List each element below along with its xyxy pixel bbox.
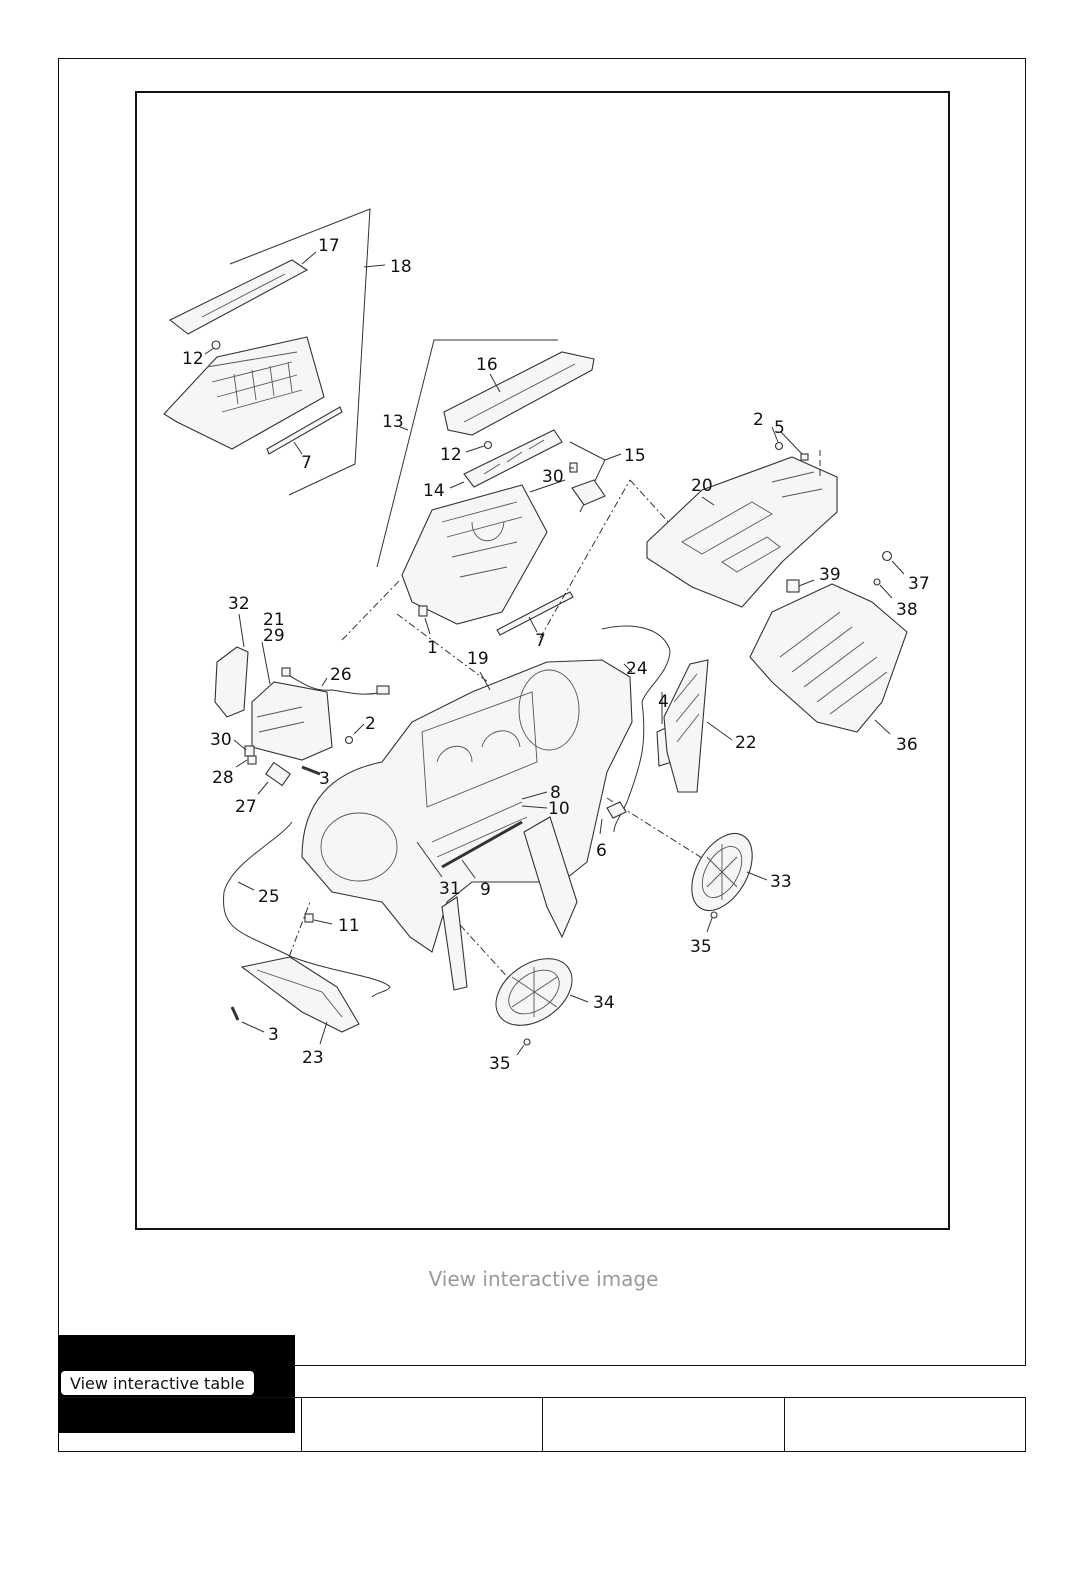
page-frame [58, 58, 1026, 1366]
callout-35: 35 [690, 937, 712, 957]
part-7-strip [496, 591, 574, 636]
part-5-nut [800, 453, 809, 461]
callout-1: 1 [427, 638, 438, 658]
part-36-amplifier [749, 583, 908, 733]
callout-8: 8 [550, 783, 561, 803]
part-1-screw [418, 605, 428, 617]
exploded-view-drawing: 1 2 2 3 3 4 5 6 7 7 8 9 10 11 12 12 13 1… [163, 208, 930, 1074]
part-2-screw [344, 735, 354, 745]
table-cell [783, 1397, 1027, 1452]
part-18-vent-housing [163, 336, 325, 450]
part-7-strip [266, 406, 343, 455]
part-38-nut [873, 578, 881, 586]
callout-22: 22 [735, 733, 757, 753]
callout-7: 7 [301, 453, 312, 473]
callout-37: 37 [908, 574, 930, 594]
callout-38: 38 [896, 600, 918, 620]
callout-14: 14 [423, 481, 445, 501]
parts-diagram[interactable]: 1 2 2 3 3 4 5 6 7 7 8 9 10 11 12 12 13 1… [135, 91, 950, 1230]
callout-12: 12 [182, 349, 204, 369]
table-cell [542, 1397, 785, 1452]
callout-4: 4 [658, 692, 669, 712]
callout-2: 2 [753, 410, 764, 430]
part-33-speaker [691, 832, 753, 912]
callout-21: 21 [263, 610, 285, 630]
callout-12: 12 [440, 445, 462, 465]
part-21-radio [251, 681, 333, 761]
callout-11: 11 [338, 916, 360, 936]
assembly-line [341, 579, 401, 641]
callout-7: 7 [535, 631, 546, 651]
parts-table [58, 1397, 1027, 1452]
callout-19: 19 [467, 649, 489, 669]
callout-20: 20 [691, 476, 713, 496]
callout-3: 3 [268, 1025, 279, 1045]
part-fairing-bracket [523, 816, 578, 939]
callout-labels: 1 2 2 3 3 4 5 6 7 7 8 9 10 11 12 12 13 1… [182, 236, 930, 1074]
callout-33: 33 [770, 872, 792, 892]
table-row [58, 1397, 1027, 1452]
callout-30: 30 [210, 730, 232, 750]
part-23-lower-panel [240, 956, 360, 1033]
part-12-bolt [211, 340, 221, 350]
callout-25: 25 [258, 887, 280, 907]
callout-30: 30 [542, 467, 564, 487]
part-12-bolt [483, 440, 493, 450]
part-fairing-strut [441, 896, 468, 991]
part-30-screw [244, 745, 255, 757]
callout-26: 26 [330, 665, 352, 685]
part-28-clip [247, 755, 257, 765]
callout-23: 23 [302, 1048, 324, 1068]
part-2-screw [774, 441, 784, 451]
view-interactive-table-button[interactable]: View interactive table [61, 1371, 254, 1395]
part-11-clip [304, 913, 314, 923]
callout-2: 2 [365, 714, 376, 734]
part-20-tray [646, 456, 838, 608]
callout-35: 35 [489, 1054, 511, 1074]
callout-36: 36 [896, 735, 918, 755]
group-18-bracket [229, 208, 371, 496]
part-13-vent-housing [401, 484, 548, 625]
callout-10: 10 [548, 799, 570, 819]
part-19-fairing [301, 659, 633, 953]
callout-3: 3 [319, 769, 330, 789]
group-13-bracket [376, 339, 558, 568]
part-34-speaker [495, 958, 573, 1026]
callout-18: 18 [390, 257, 412, 277]
callout-28: 28 [212, 768, 234, 788]
part-35-screw [523, 1038, 531, 1046]
part-25-cable [223, 821, 391, 998]
callout-31: 31 [439, 879, 461, 899]
callout-16: 16 [476, 355, 498, 375]
part-27-knob [265, 761, 291, 787]
callout-5: 5 [774, 418, 785, 438]
callout-29: 29 [263, 626, 285, 646]
view-interactive-image-link[interactable]: View interactive image [428, 1267, 659, 1291]
callout-27: 27 [235, 797, 257, 817]
callout-13: 13 [382, 412, 404, 432]
part-6-clip [606, 801, 627, 819]
callout-34: 34 [593, 993, 615, 1013]
part-35-screw [710, 911, 718, 919]
callout-39: 39 [819, 565, 841, 585]
part-15-module [571, 479, 606, 506]
table-cell [300, 1397, 544, 1452]
callout-9: 9 [480, 880, 491, 900]
part-37-grommet [881, 550, 893, 562]
callout-6: 6 [596, 841, 607, 861]
callout-24: 24 [626, 659, 648, 679]
callout-32: 32 [228, 594, 250, 614]
callout-17: 17 [318, 236, 340, 256]
part-26-harness [285, 673, 385, 695]
table-cell-blank [58, 1397, 302, 1452]
part-39-connector [786, 579, 800, 593]
part-17-trim [168, 259, 309, 335]
part-22-panel [663, 659, 709, 793]
callout-15: 15 [624, 446, 646, 466]
part-32-bezel [214, 646, 249, 718]
